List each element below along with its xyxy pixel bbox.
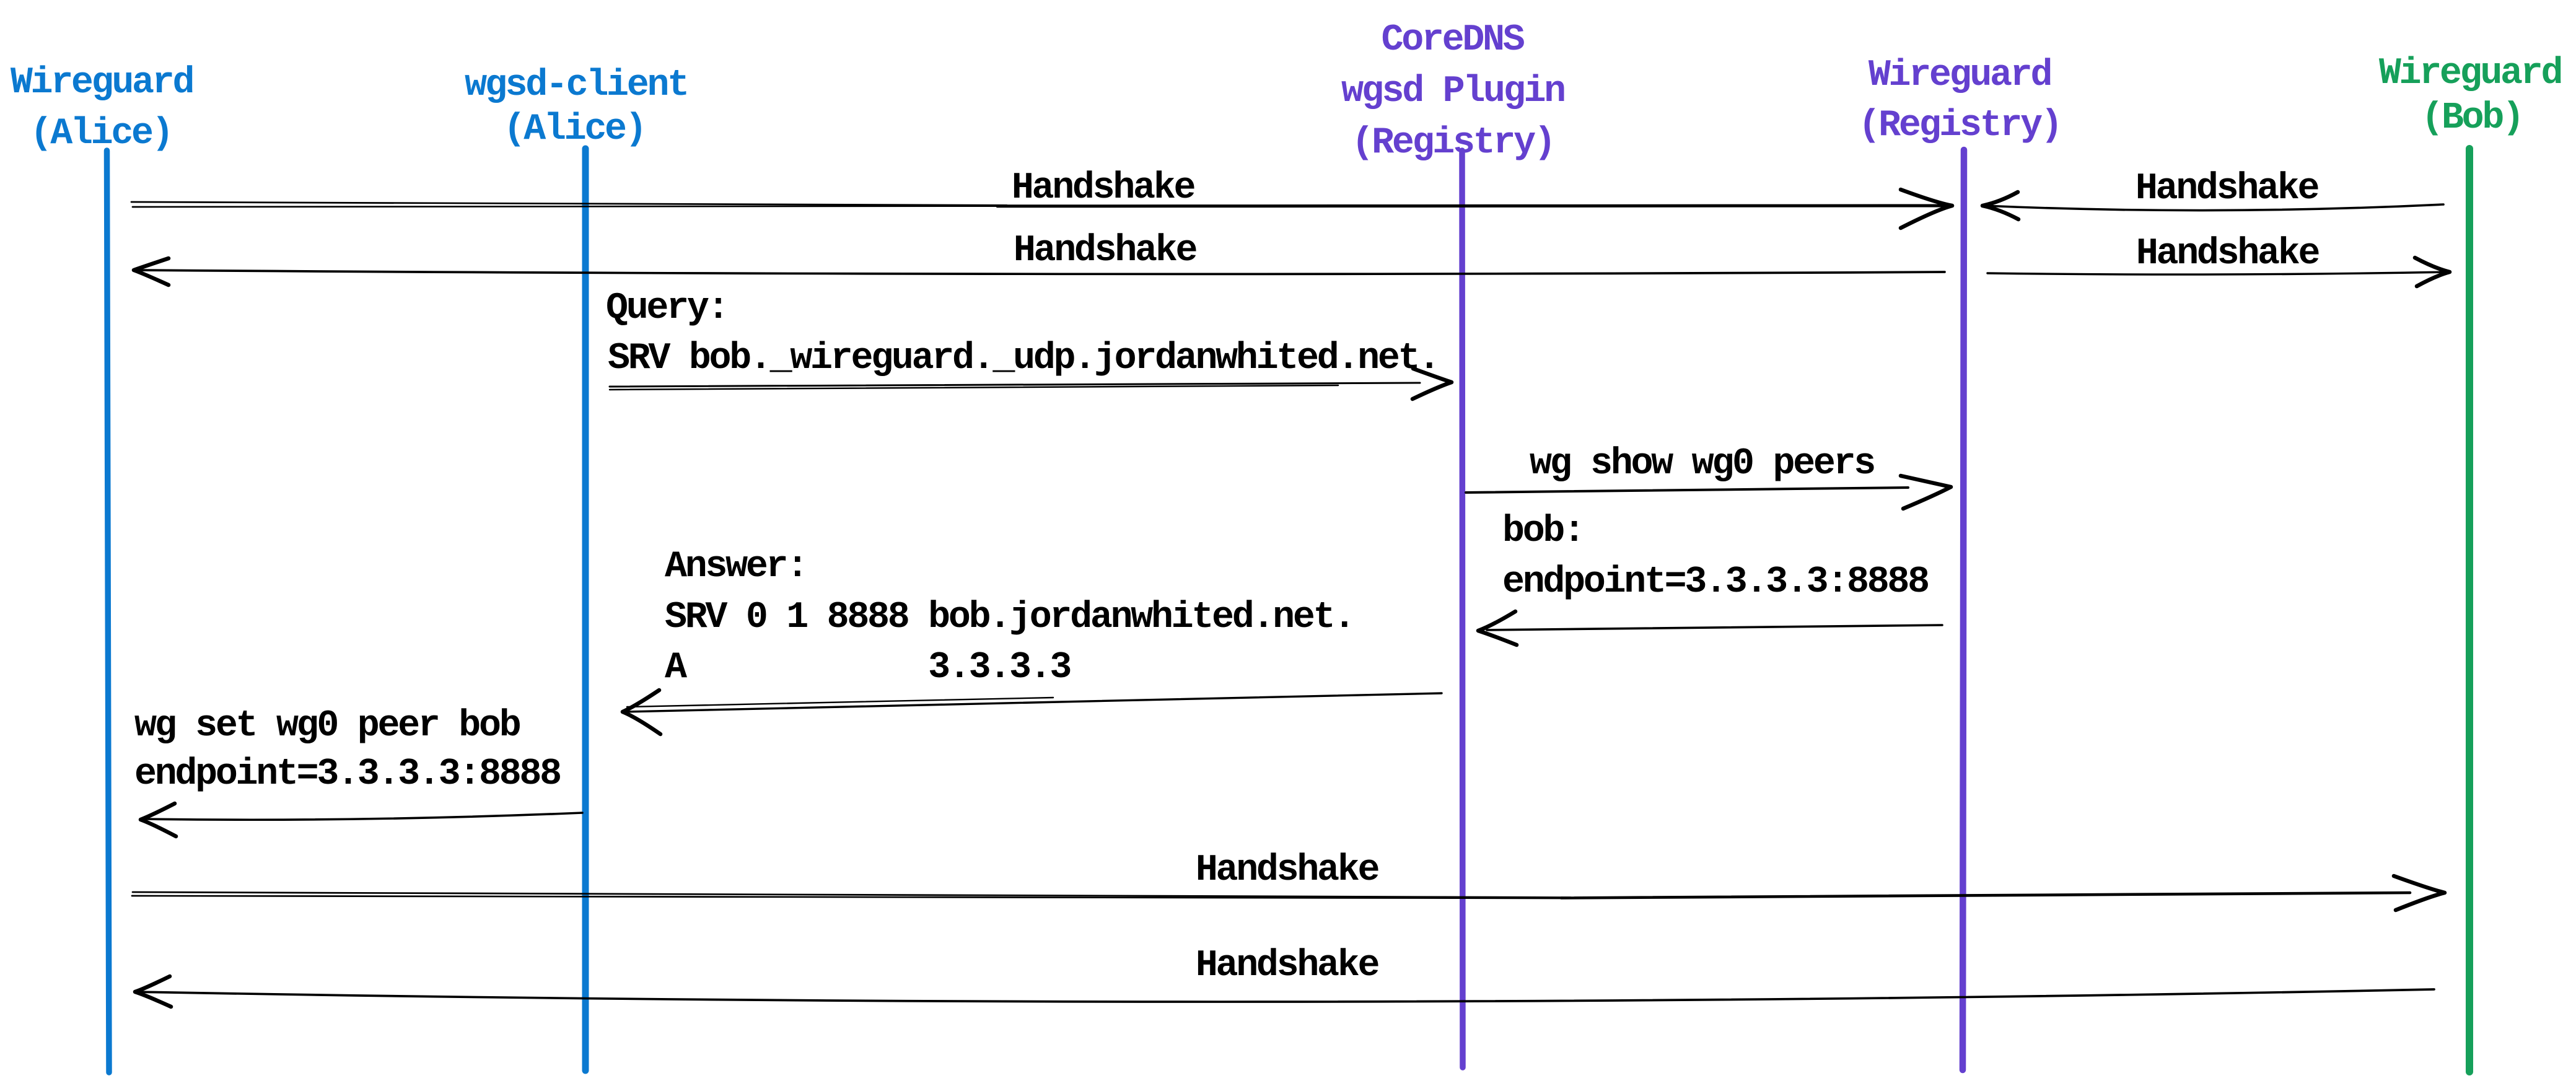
svg-text:SRV 0 1 8888 bob.jordanwhited.: SRV 0 1 8888 bob.jordanwhited.net. (665, 597, 1354, 639)
svg-text:(Registry): (Registry) (1858, 105, 2061, 147)
svg-text:wg set wg0 peer bob: wg set wg0 peer bob (134, 705, 520, 747)
svg-text:Handshake: Handshake (2136, 233, 2320, 275)
svg-text:Answer:: Answer: (665, 546, 807, 588)
svg-text:Handshake: Handshake (1196, 849, 1379, 891)
svg-text:wg show wg0 peers: wg show wg0 peers (1530, 443, 1874, 485)
svg-text:wgsd-client: wgsd-client (465, 64, 688, 107)
svg-text:endpoint=3.3.3.3:8888: endpoint=3.3.3.3:8888 (1502, 561, 1928, 603)
svg-text:(Registry): (Registry) (1351, 122, 1554, 164)
svg-text:CoreDNS: CoreDNS (1382, 19, 1525, 61)
svg-text:bob:: bob: (1502, 510, 1584, 553)
svg-text:Wireguard: Wireguard (1868, 55, 2051, 97)
svg-text:Handshake: Handshake (2136, 168, 2319, 210)
svg-text:A 3.3.3.3: A 3.3.3.3 (665, 647, 1070, 689)
svg-text:Wireguard: Wireguard (11, 62, 193, 104)
svg-text:(Bob): (Bob) (2421, 97, 2523, 139)
svg-text:(Alice): (Alice) (30, 113, 172, 155)
svg-text:endpoint=3.3.3.3:8888: endpoint=3.3.3.3:8888 (134, 753, 560, 795)
svg-text:wgsd Plugin: wgsd Plugin (1341, 71, 1564, 113)
svg-text:SRV bob._wireguard._udp.jordan: SRV bob._wireguard._udp.jordanwhited.net… (608, 338, 1439, 380)
svg-text:Query:: Query: (606, 287, 727, 330)
svg-text:Wireguard: Wireguard (2379, 53, 2561, 95)
svg-text:Handshake: Handshake (1196, 945, 1379, 987)
svg-text:Handshake: Handshake (1012, 167, 1195, 209)
svg-text:Handshake: Handshake (1014, 230, 1197, 272)
svg-text:(Alice): (Alice) (504, 108, 646, 151)
